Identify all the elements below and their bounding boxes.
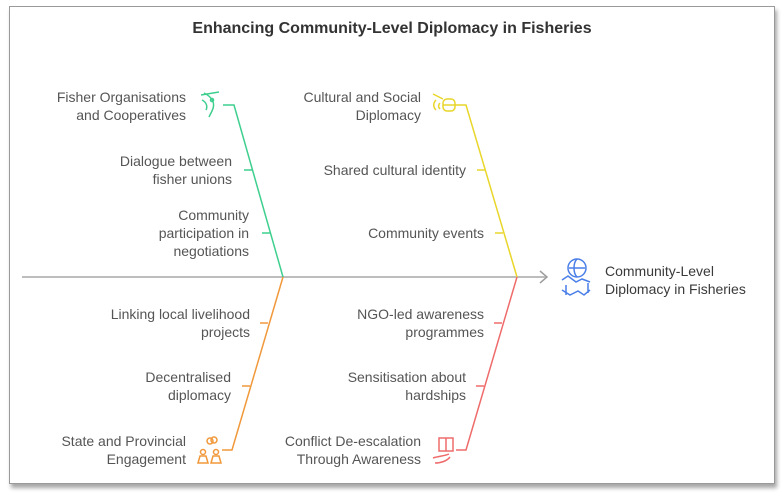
handshake-globe-icon — [561, 258, 591, 296]
branch-label-cultural-social: Cultural and Social Diplomacy — [303, 89, 421, 123]
book-hand-icon — [432, 437, 454, 464]
cause-label: Sensitisation about hardships — [347, 369, 466, 403]
cause-label: NGO-led awareness programmes — [357, 306, 484, 340]
spine-arrowhead — [539, 270, 549, 284]
cause-label: Shared cultural identity — [323, 162, 466, 178]
branch-label-fisher-organisations: Fisher Organisations and Cooperatives — [56, 89, 186, 123]
branch-label-conflict-deescalation: Conflict De-escalation Through Awareness — [284, 433, 421, 467]
effect-label: Community-Level Diplomacy in Fisheries — [605, 263, 746, 297]
bone-conflict-deescalation — [456, 276, 518, 451]
branch-label-state-provincial: State and Provincial Engagement — [61, 433, 186, 467]
bone-state-provincial — [222, 276, 284, 451]
diagram-frame — [9, 6, 775, 484]
cause-label: Community events — [368, 225, 484, 241]
cause-label: Dialogue between fisher unions — [119, 153, 232, 187]
bone-fisher-organisations — [223, 104, 284, 278]
lantern-icon — [432, 93, 456, 112]
people-icon — [197, 436, 222, 464]
bone-cultural-social — [455, 104, 518, 278]
cause-label: Linking local livelihood projects — [110, 306, 250, 340]
fish-icon — [200, 91, 220, 118]
cause-label: Community participation in negotiations — [158, 207, 249, 259]
diagram-title: Enhancing Community-Level Diplomacy in F… — [192, 20, 592, 37]
cause-label: Decentralised diplomacy — [145, 369, 231, 403]
